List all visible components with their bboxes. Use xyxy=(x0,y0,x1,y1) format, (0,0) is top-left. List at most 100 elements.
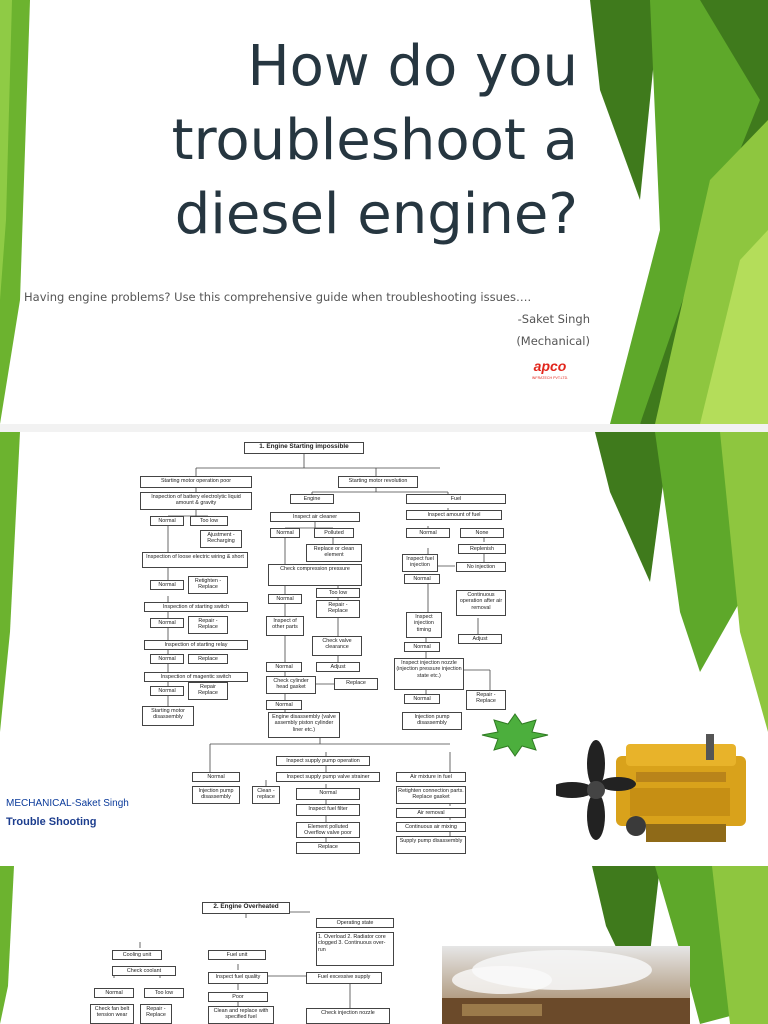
flowchart-node: Clean - replace xyxy=(252,786,280,804)
flowchart-node: Check injection nozzle xyxy=(306,1008,390,1024)
logo-subtext: INFRATECH PVT.LTD. xyxy=(532,376,568,380)
flowchart-node: Normal xyxy=(94,988,134,998)
slide-title: How do you troubleshoot a diesel engine?… xyxy=(0,0,768,424)
apco-logo: apco INFRATECH PVT.LTD. xyxy=(532,358,568,380)
slide-title-heading: How do you troubleshoot a diesel engine? xyxy=(18,30,578,252)
green-leaf-decoration xyxy=(0,0,768,424)
flowchart-node: Injection pump disassembly xyxy=(402,712,462,730)
flowchart-node: Inspect supply pump operation xyxy=(276,756,370,766)
flowchart-node: Normal xyxy=(404,642,440,652)
flowchart-node: Replace xyxy=(296,842,360,854)
flowchart-node: Normal xyxy=(404,574,440,584)
flowchart-node: Air removal xyxy=(396,808,466,818)
flowchart-node: Repair Replace xyxy=(188,682,228,700)
slide-flowchart-overheated: 2. Engine Overheated Operating state 1. … xyxy=(0,866,768,1024)
flowchart-node: Continuous operation after air removal xyxy=(456,590,506,616)
flowchart-node: Supply pump disassembly xyxy=(396,836,466,854)
flowchart-node: Normal xyxy=(266,700,302,710)
flowchart-node: Injection pump disassembly xyxy=(192,786,240,804)
flowchart-node: Engine xyxy=(290,494,334,504)
flowchart-node: Repair - Replace xyxy=(466,690,506,710)
flowchart-node: Retighten connection parts. Replace gask… xyxy=(396,786,466,804)
flowchart-node: Replace xyxy=(188,654,228,664)
flowchart-node: Inspect fuel injection xyxy=(402,554,438,572)
flowchart-node: Inspect fuel quality xyxy=(208,972,268,984)
green-leaf-decoration xyxy=(0,432,768,732)
flowchart-node: Check valve clearance xyxy=(312,636,362,656)
flowchart-node: Normal xyxy=(270,528,300,538)
caption-topic: Trouble Shooting xyxy=(6,816,97,828)
title-line-3: diesel engine? xyxy=(174,182,578,247)
flowchart-node: Repair - Replace xyxy=(316,600,360,618)
logo-text: apco xyxy=(534,358,567,374)
flowchart-node: Inspect amount of fuel xyxy=(406,510,502,520)
flowchart-node: Starting motor operation poor xyxy=(140,476,252,488)
flowchart-node: Fuel excessive supply xyxy=(306,972,382,984)
subtitle: Having engine problems? Use this compreh… xyxy=(24,290,532,304)
diesel-engine-image xyxy=(556,726,762,854)
flowchart-node: Fuel xyxy=(406,494,506,504)
flowchart-node: Engine disassembly (valve assembly pisto… xyxy=(268,712,340,738)
author-name: -Saket Singh xyxy=(517,312,590,326)
flowchart-node: Normal xyxy=(192,772,240,782)
flowchart-node: Starting motor disassembly xyxy=(142,706,194,726)
flowchart-node: Normal xyxy=(296,788,360,800)
flowchart-node: Clean and replace with specified fuel xyxy=(208,1006,274,1024)
caption-author: MECHANICAL-Saket Singh xyxy=(6,798,129,809)
flowchart-node: Inspect injection timing xyxy=(406,612,442,638)
flowchart-node: Replace or clean element xyxy=(306,544,362,562)
flowchart-node: Inspect injection nozzle (injection pres… xyxy=(394,658,464,690)
flowchart-node: Polluted xyxy=(314,528,354,538)
flowchart-node: Adjust xyxy=(458,634,502,644)
flowchart-node: Inspect fuel filter xyxy=(296,804,360,816)
flowchart-node: Inspection of magentic switch xyxy=(144,672,248,682)
flowchart-node: Normal xyxy=(150,654,184,664)
flowchart-node: Too low xyxy=(144,988,184,998)
flowchart-node: Fuel unit xyxy=(208,950,266,960)
flowchart-node: None xyxy=(460,528,504,538)
flowchart-node: Check fan belt tension wear xyxy=(90,1004,134,1024)
flowchart-title: 2. Engine Overheated xyxy=(202,902,290,914)
flowchart-node: Too low xyxy=(316,588,360,598)
flowchart-node: Check coolant xyxy=(112,966,176,976)
flowchart-node: 1. Overload 2. Radiator core clogged 3. … xyxy=(316,932,394,966)
flowchart-node: Air mixture in fuel xyxy=(396,772,466,782)
flowchart-node: Inspect supply pump valve strainer xyxy=(276,772,380,782)
title-line-2: troubleshoot a xyxy=(171,108,578,173)
flowchart-node: Continuous air mixing xyxy=(396,822,466,832)
flowchart-node: Retighten - Replace xyxy=(188,576,228,594)
flowchart-node: Normal xyxy=(404,694,440,704)
overheated-engine-image xyxy=(442,946,690,1024)
flowchart-node: Adjust xyxy=(316,662,360,672)
flowchart-node: Ajustment - Recharging xyxy=(200,530,242,548)
flowchart-node: Normal xyxy=(268,594,302,604)
flowchart-node: Poor xyxy=(208,992,268,1002)
flowchart-node: Normal xyxy=(266,662,302,672)
flowchart-node: Inspection of starting switch xyxy=(144,602,248,612)
flowchart-node: Too low xyxy=(190,516,228,526)
author-dept: (Mechanical) xyxy=(516,334,590,348)
flowchart-node: Element polluted Overflow valve poor xyxy=(296,822,360,838)
flowchart-node: No injection xyxy=(456,562,506,572)
flowchart-node: Inspection of starting relay xyxy=(144,640,248,650)
flowchart-node: Operating state xyxy=(316,918,394,928)
flowchart-node: Inspection of battery electrolytic liqui… xyxy=(140,492,252,510)
flowchart-node: Normal xyxy=(406,528,450,538)
flowchart-node: Inspect of other parts xyxy=(266,616,304,636)
slide-flowchart-starting: 1. Engine Starting impossible Starting m… xyxy=(0,432,768,866)
star-badge-icon xyxy=(481,713,549,757)
flowchart-node: Normal xyxy=(150,516,184,526)
flowchart-node: Check compression pressure xyxy=(268,564,362,586)
flowchart-title: 1. Engine Starting impossible xyxy=(244,442,364,454)
flowchart-node: Check cylinder head gasket xyxy=(266,676,316,694)
flowchart-node: Inspect air cleaner xyxy=(270,512,360,522)
flowchart-node: Normal xyxy=(150,686,184,696)
flowchart-node: Repair - Replace xyxy=(140,1004,172,1024)
flowchart-node: Inspection of loose electric wiring & sh… xyxy=(142,552,248,568)
flowchart-node: Replenish xyxy=(458,544,506,554)
flowchart-node: Cooling unit xyxy=(112,950,162,960)
flowchart-node: Normal xyxy=(150,618,184,628)
flowchart-node: Normal xyxy=(150,580,184,590)
flowchart-node: Starting motor revolution xyxy=(338,476,418,488)
slide-gap xyxy=(0,424,768,432)
